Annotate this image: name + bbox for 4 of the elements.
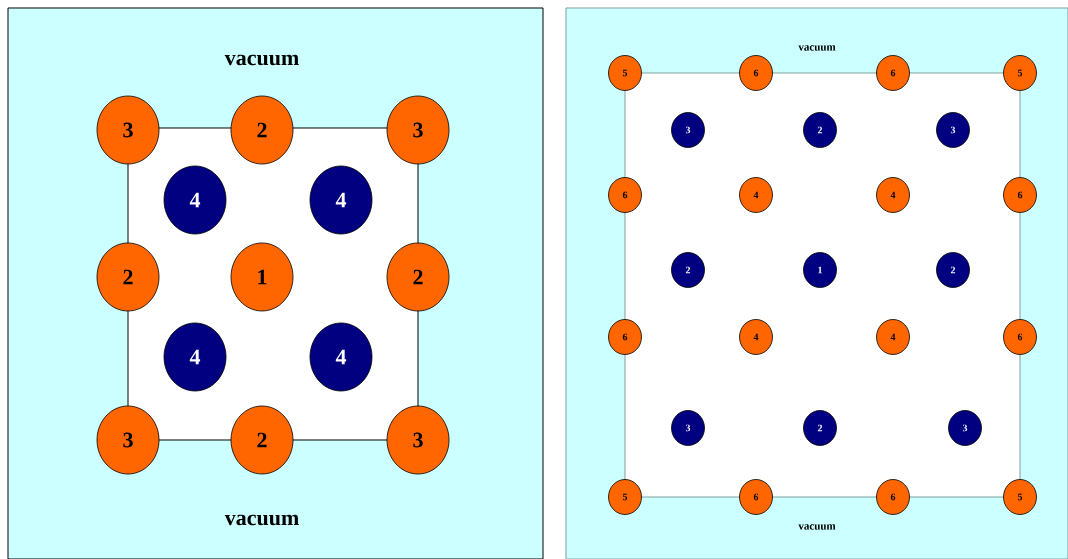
region-label: vacuum	[798, 524, 836, 530]
region-label: vacuum	[224, 514, 299, 526]
region-label: vacuum	[798, 45, 836, 51]
region-label: vacuum	[224, 54, 299, 66]
